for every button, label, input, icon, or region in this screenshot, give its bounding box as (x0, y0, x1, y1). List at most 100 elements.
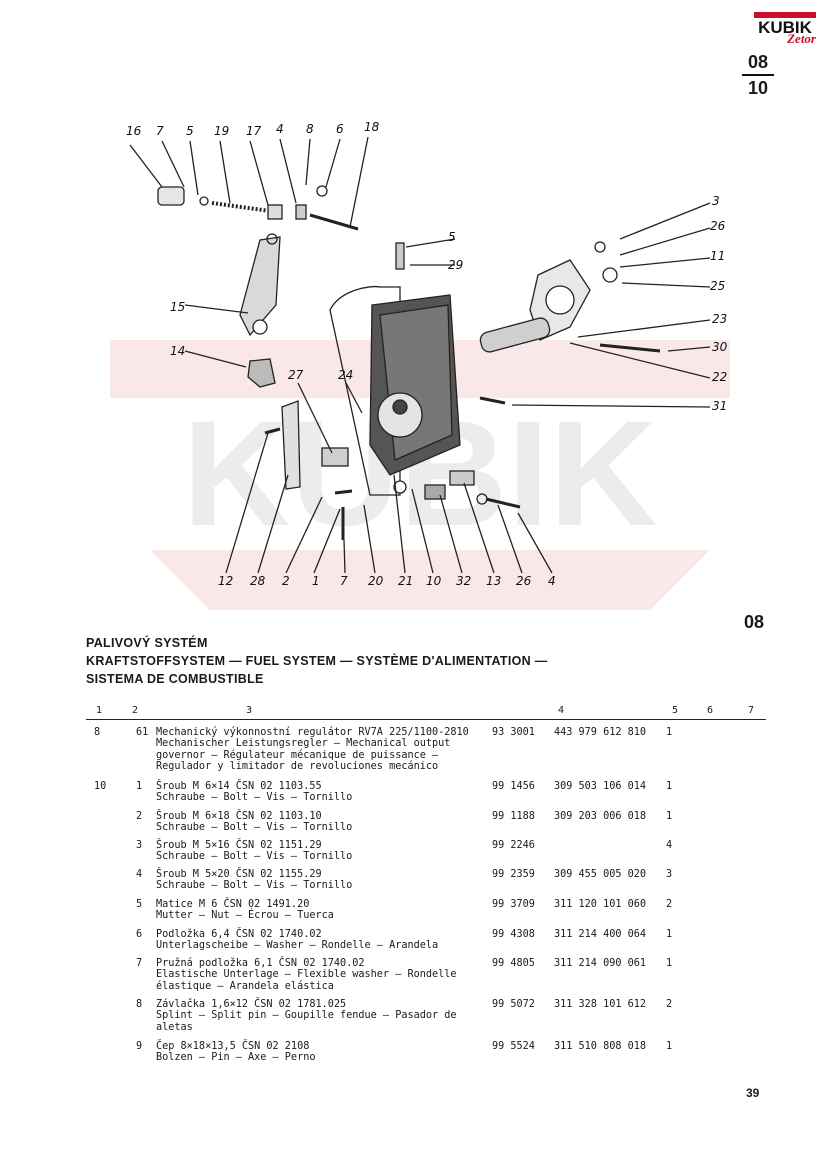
row-part-number: 309 503 106 014 (554, 781, 647, 792)
logo-sub: Zetor (787, 31, 816, 46)
row-position: 8 (136, 999, 143, 1010)
row-description-line: Splint — Split pin — Goupille fendue — P… (156, 1010, 457, 1022)
row-code: 99 1456 (492, 781, 535, 792)
callout-bottom-26: 26 (516, 574, 532, 588)
row-quantity: 1 (666, 727, 673, 738)
row-part-number: 311 214 090 061 (554, 958, 647, 969)
callout-mid-24: 24 (338, 368, 353, 382)
callout-mid-29: 29 (448, 258, 463, 272)
col-header-5: 5 (672, 705, 679, 716)
row-description-line: Závlačka 1,6×12 ČSN 02 1781.025 (156, 999, 347, 1010)
row-quantity: 1 (666, 1041, 673, 1052)
row-description-line: élastique — Arandela elástica (156, 980, 334, 992)
callout-bottom-20: 20 (368, 574, 384, 588)
callout-top-5: 5 (186, 124, 194, 138)
row-position: 7 (136, 958, 143, 969)
row-description-line: Mechanischer Leistungsregler — Mechanica… (156, 738, 451, 750)
row-quantity: 3 (666, 869, 673, 880)
row-group: 8 (94, 727, 101, 738)
callout-bottom-32: 32 (456, 574, 471, 588)
row-description-line: Čep 8×18×13,5 ČSN 02 2108 (156, 1041, 310, 1052)
callout-mid-27: 27 (288, 368, 304, 382)
callout-right-23: 23 (712, 312, 727, 326)
row-description-line: governor — Régulateur mécanique de puiss… (156, 749, 439, 761)
callout-bottom-12: 12 (218, 574, 233, 588)
row-part-number: 309 203 006 018 (554, 811, 647, 822)
row-position: 6 (136, 929, 143, 940)
callout-mid-5: 5 (448, 230, 456, 244)
callout-right-25: 25 (710, 279, 725, 293)
page-number: 39 (746, 1086, 760, 1100)
callout-top-8: 8 (306, 122, 314, 136)
row-quantity: 2 (666, 999, 673, 1010)
row-description-line: Šroub M 6×14 ČSN 02 1103.55 (156, 781, 322, 792)
row-description-line: Šroub M 6×18 ČSN 02 1103.10 (156, 811, 322, 822)
section-fraction-top: 08 (747, 52, 769, 72)
callout-bottom-2: 2 (282, 574, 290, 588)
section-fraction: 08 10 (742, 52, 774, 98)
callout-right-30: 30 (712, 340, 728, 354)
logo-brand: KUBIK (758, 18, 812, 37)
row-description-line: Elastische Unterlage — Flexible washer —… (156, 969, 457, 981)
row-description-line: Podložka 6,4 ČSN 02 1740.02 (156, 929, 322, 940)
row-description-line: Šroub M 5×16 ČSN 02 1151.29 (156, 840, 322, 851)
callout-mid-14: 14 (170, 344, 185, 358)
callout-top-4: 4 (276, 122, 284, 136)
row-quantity: 1 (666, 811, 673, 822)
callout-top-18: 18 (364, 120, 380, 134)
row-part-number: 311 328 101 612 (554, 999, 647, 1010)
row-quantity: 4 (666, 840, 673, 851)
row-description-line: aletas (156, 1021, 193, 1033)
row-part-number: 443 979 612 810 (554, 727, 647, 738)
row-code: 99 4805 (492, 958, 535, 969)
row-description-line: Bolzen — Pin — Axe — Perno (156, 1052, 316, 1064)
callout-top-7: 7 (156, 124, 164, 138)
row-code: 99 1188 (492, 811, 535, 822)
row-code: 99 3709 (492, 899, 535, 910)
row-position: 1 (136, 781, 143, 792)
row-code: 99 2246 (492, 840, 535, 851)
row-group: 10 (94, 781, 107, 792)
row-position: 61 (136, 727, 149, 738)
col-header-6: 6 (707, 705, 714, 716)
row-position: 4 (136, 869, 143, 880)
brand-logo: KUBIK Zetor (754, 12, 816, 62)
col-header-2: 2 (132, 705, 139, 716)
callout-bottom-13: 13 (486, 574, 501, 588)
col-header-4: 4 (558, 705, 565, 716)
callout-top-6: 6 (336, 122, 344, 136)
callout-right-3: 3 (712, 194, 720, 208)
section-code: 08 (744, 612, 765, 632)
callout-bottom-4: 4 (548, 574, 556, 588)
section-fraction-bottom: 10 (747, 78, 769, 98)
callout-bottom-1: 1 (312, 574, 320, 588)
row-description-line: Schraube — Bolt — Vis — Tornillo (156, 822, 353, 834)
row-description-line: Mutter — Nut — Écrou — Tuerca (156, 910, 334, 922)
callout-bottom-21: 21 (398, 574, 413, 588)
row-code: 99 2359 (492, 869, 535, 880)
row-description-line: Mechanický výkonnostní regulátor RV7A 22… (156, 727, 469, 738)
callout-top-19: 19 (214, 124, 229, 138)
callout-right-26: 26 (710, 219, 726, 233)
row-position: 2 (136, 811, 143, 822)
callout-bottom-10: 10 (426, 574, 442, 588)
row-description-line: Matice M 6 ČSN 02 1491.20 (156, 899, 310, 910)
row-quantity: 2 (666, 899, 673, 910)
title-cz: PALIVOVÝ SYSTÉM (86, 636, 208, 650)
row-part-number: 311 120 101 060 (554, 899, 647, 910)
col-header-1: 1 (96, 705, 103, 716)
callout-top-17: 17 (246, 124, 262, 138)
callout-bottom-7: 7 (340, 574, 348, 588)
row-quantity: 1 (666, 929, 673, 940)
col-header-7: 7 (748, 705, 755, 716)
row-code: 99 5524 (492, 1041, 535, 1052)
row-quantity: 1 (666, 781, 673, 792)
row-description-line: Schraube — Bolt — Vis — Tornillo (156, 880, 353, 892)
callout-bottom-28: 28 (250, 574, 266, 588)
